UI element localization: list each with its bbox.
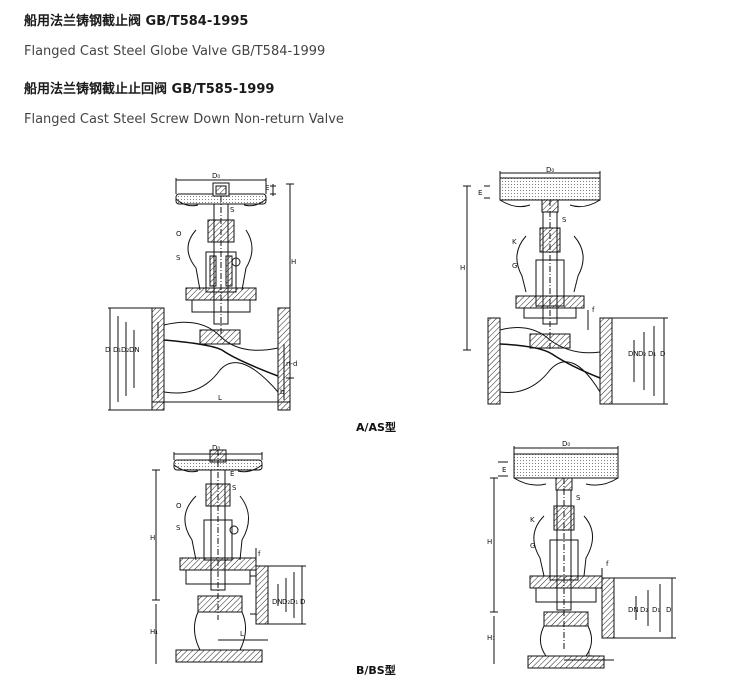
drawing-b-angle-valve: [152, 449, 306, 664]
label-g-bs: G: [530, 542, 535, 550]
title-globe-valve-en: Flanged Cast Steel Globe Valve GB/T584-1…: [24, 44, 326, 59]
label-d1-a: D₁: [113, 346, 121, 354]
label-f-b: f: [258, 550, 261, 558]
label-d2-b: D₂: [282, 598, 290, 606]
label-dn-bs: DN: [628, 606, 639, 614]
label-e-a: E: [265, 184, 269, 192]
label-d2-a: D₂: [121, 346, 129, 354]
label-s-as: S: [562, 216, 567, 224]
label-s-b: S: [232, 484, 237, 492]
label-d-bs: D: [666, 606, 671, 614]
label-h1-b: H₁: [150, 628, 158, 636]
label-e-as: E: [478, 189, 482, 197]
handwheel: [499, 177, 601, 201]
drawing-as-non-return-valve: [463, 171, 668, 405]
label-d0-b: D₀: [212, 444, 220, 452]
label-d-as: D: [660, 350, 665, 358]
title-globe-valve-cn: 船用法兰铸钢截止阀 GB/T584-1995: [24, 14, 249, 29]
title-non-return-valve-cn: 船用法兰铸钢截止止回阀 GB/T585-1999: [24, 82, 275, 97]
label-s-bs: S: [576, 494, 581, 502]
label-h-as: H: [460, 264, 465, 272]
label-d1-as: D₁: [648, 350, 656, 358]
label-o-b: O: [176, 502, 182, 510]
drawing-bs-angle-non-return-valve: [490, 446, 676, 669]
label-dn-a: DN: [129, 346, 140, 354]
label-dn-b: DN: [272, 598, 283, 606]
label-e-b: E: [230, 470, 234, 478]
caption-type-b-bs: B/BS型: [356, 664, 396, 677]
label-d2-bs: D₂: [640, 606, 648, 614]
label-d1-bs: D₁: [652, 606, 660, 614]
label-d0-bs: D₀: [562, 440, 570, 448]
label-l-b: L: [240, 630, 244, 638]
label-h-a: H: [291, 258, 296, 266]
label-d-a: D: [105, 346, 110, 354]
label-b-a: b: [280, 388, 285, 396]
label-o-a: O: [176, 230, 182, 238]
caption-type-a-as: A/AS型: [356, 421, 396, 434]
label-f-bs: f: [606, 560, 609, 568]
title-non-return-valve-en: Flanged Cast Steel Screw Down Non-return…: [24, 112, 344, 127]
handwheel: [513, 453, 619, 479]
label-g-as: G: [512, 262, 517, 270]
label-d0-as: D₀: [546, 166, 554, 174]
label-l-a: L: [218, 394, 222, 402]
label-s2-a: S: [176, 254, 181, 262]
label-k-bs: K: [530, 516, 535, 524]
drawing-a-globe-valve: [108, 178, 294, 411]
label-k-as: K: [512, 238, 517, 246]
label-d1-b: D₁: [290, 598, 298, 606]
label-s-a: S: [230, 206, 235, 214]
label-d0-a: D₀: [212, 172, 220, 180]
label-dn-as: DN: [628, 350, 639, 358]
label-e-bs: E: [502, 466, 506, 474]
label-h-bs: H: [487, 538, 492, 546]
label-f-as: f: [592, 306, 595, 314]
label-h-b: H: [150, 534, 155, 542]
label-d2-as: D₂: [638, 350, 646, 358]
label-l-bs: L: [588, 650, 592, 658]
label-s2-b: S: [176, 524, 181, 532]
label-h1-bs: H₁: [487, 634, 495, 642]
label-nd-a: n-d: [286, 360, 297, 368]
label-d-b: D: [300, 598, 305, 606]
